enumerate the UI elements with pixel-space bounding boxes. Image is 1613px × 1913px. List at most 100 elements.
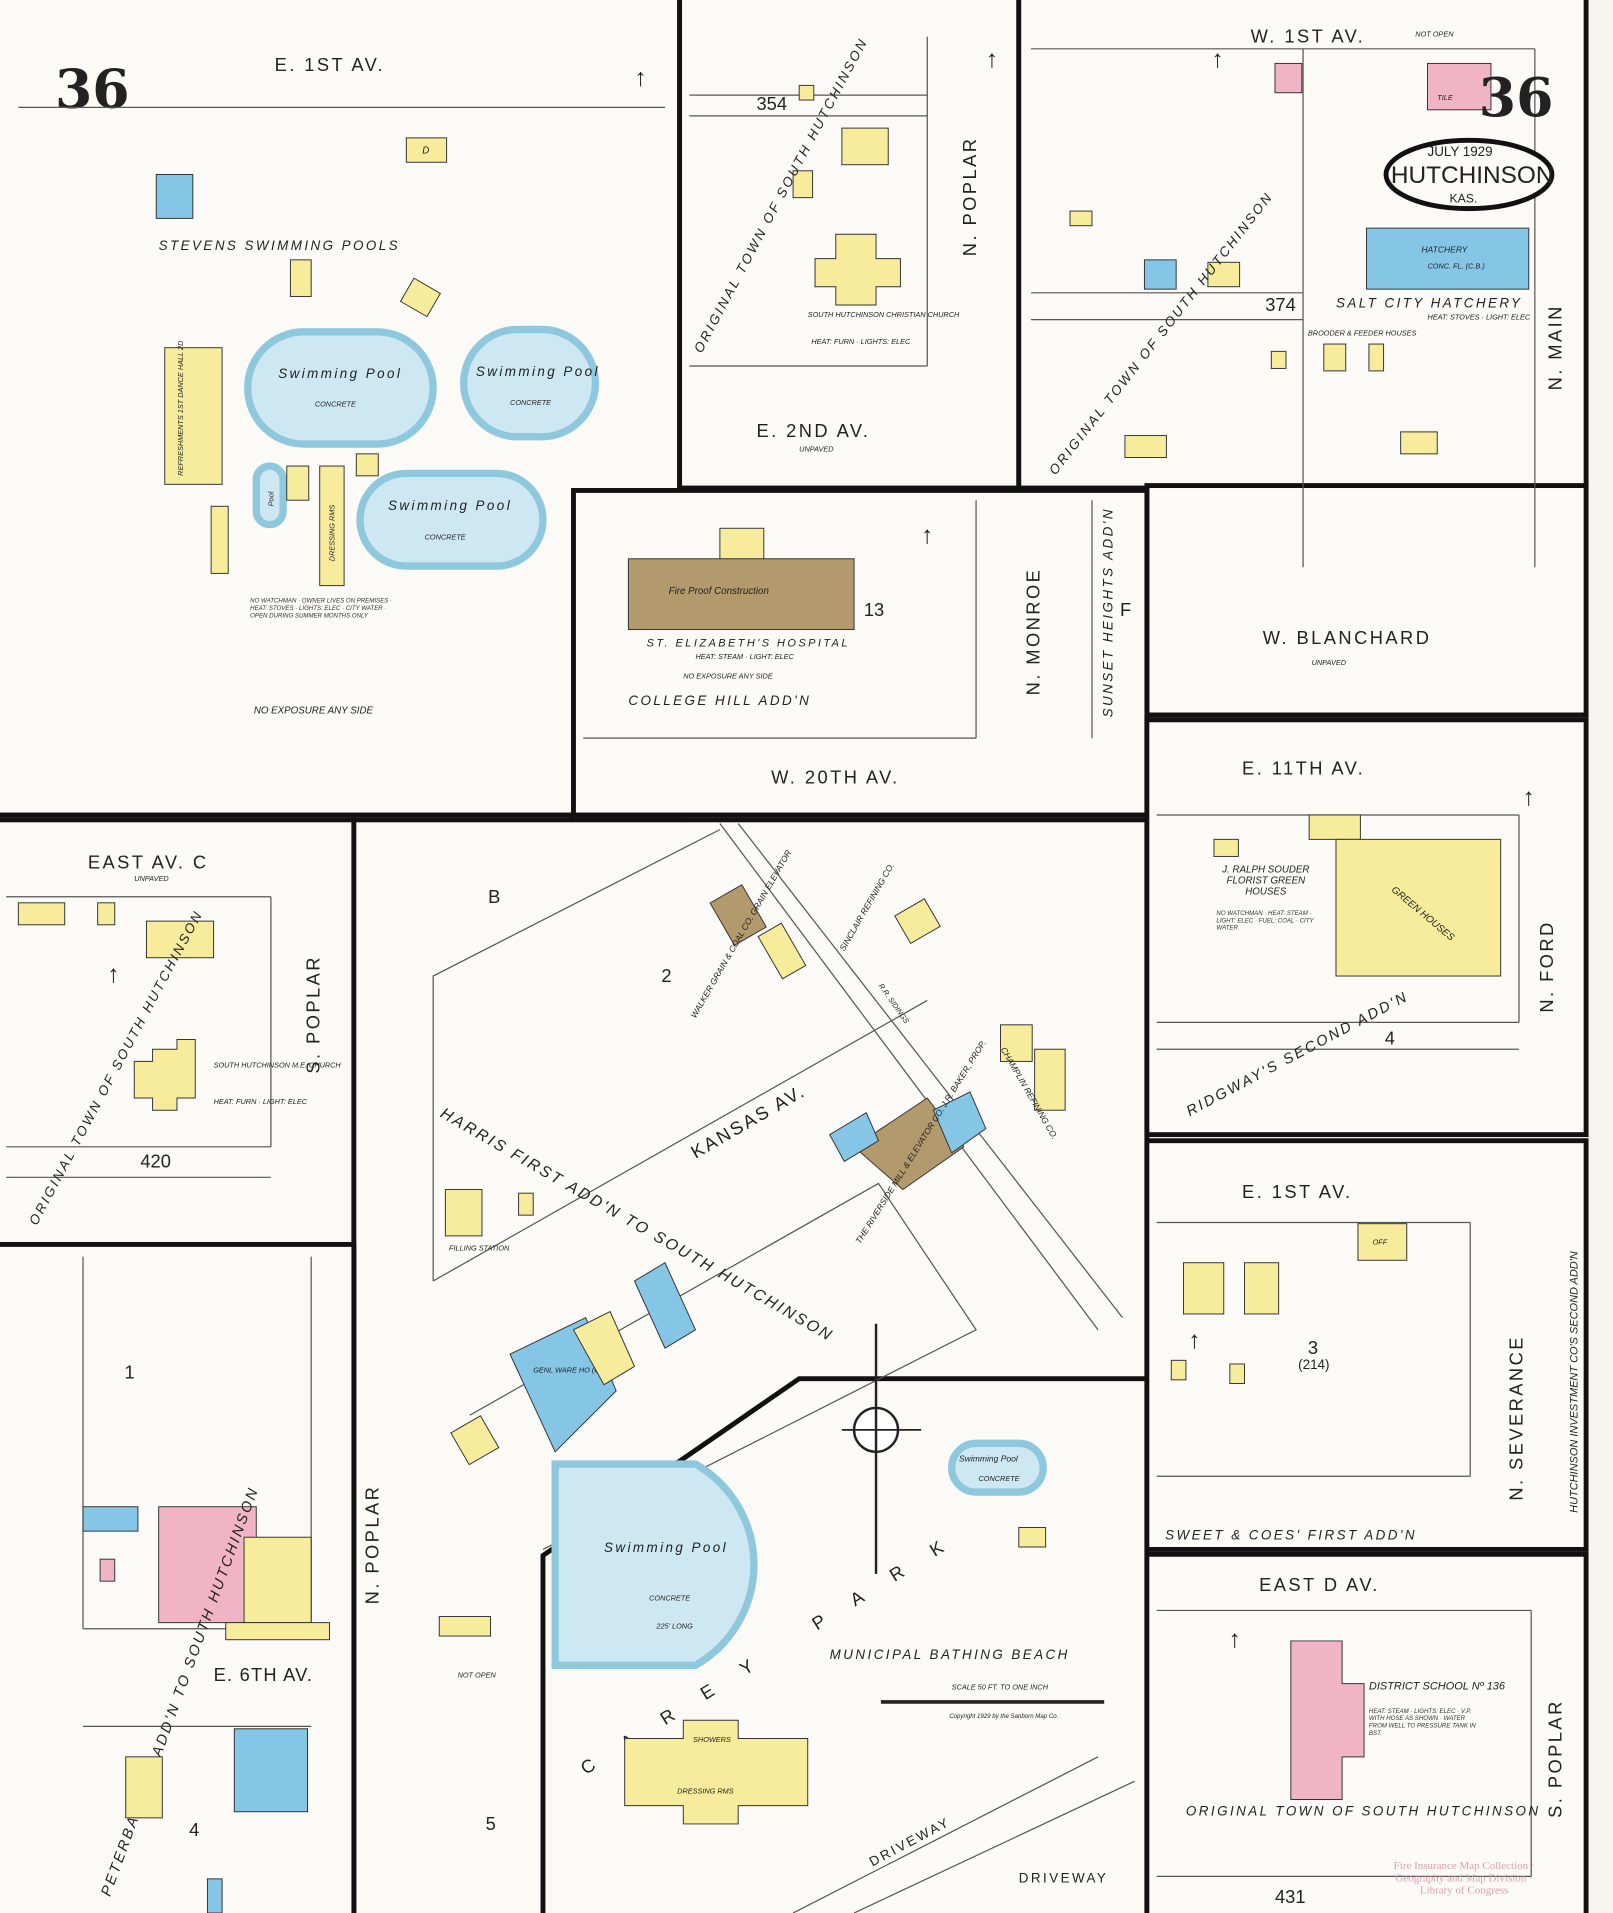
block-number: 13: [864, 599, 884, 620]
stevens-swimming-pools-label: STEVENS SWIMMING POOLS: [159, 238, 400, 253]
north-arrow-icon: ↑: [921, 522, 933, 549]
block-number: 4: [1385, 1027, 1395, 1048]
street-label: N. SEVERANCE: [1506, 1335, 1527, 1501]
panel-me-church: [0, 817, 357, 1247]
school-note: HEAT: STEAM · LIGHTS: ELEC · V.P. WITH H…: [1368, 1708, 1476, 1738]
concrete-label: CONCRETE: [425, 532, 466, 541]
street-label: N. MAIN: [1545, 304, 1566, 390]
street-label: DRIVEWAY: [1019, 1870, 1109, 1885]
pool-length-label: 225' LONG: [655, 1622, 693, 1631]
date-label: JULY 1929: [1427, 144, 1492, 159]
panel-sweet-coes: [1144, 1138, 1589, 1552]
church-note: HEAT: FURN · LIGHT: ELEC: [214, 1097, 308, 1106]
hatchery-note: HEAT: STOVES · LIGHT: ELEC: [1427, 313, 1530, 322]
north-arrow-icon: ↑: [634, 64, 646, 91]
state-label: KAS.: [1449, 192, 1477, 206]
addition-label: SUNSET HEIGHTS ADD'N: [1101, 507, 1116, 717]
concrete-label: CONCRETE: [979, 1474, 1020, 1483]
street-label: E. 1ST AV.: [1242, 1181, 1353, 1202]
north-arrow-icon: ↑: [107, 961, 119, 988]
hatchery-sub: CONC. FL. (C.B.): [1427, 261, 1484, 270]
not-open-label: NOT OPEN: [1415, 30, 1454, 39]
unpaved-label: UNPAVED: [1312, 658, 1347, 667]
scale-bar: SCALE 50 FT. TO ONE INCH Copyright 1929 …: [880, 1683, 1105, 1720]
block-number: 354: [756, 93, 787, 114]
panel-district-school: [1144, 1551, 1589, 1913]
dressing-label: DRESSING RMS: [677, 1786, 734, 1795]
block-number: 4: [189, 1819, 199, 1840]
church-label: SOUTH HUTCHINSON CHRISTIAN CHURCH: [808, 310, 960, 319]
street-label: E. 6TH AV.: [214, 1664, 314, 1685]
addition-label: COLLEGE HILL ADD'N: [628, 693, 811, 708]
block-number: 374: [1265, 294, 1296, 315]
stevens-note: NO WATCHMAN · OWNER LIVES ON PREMISES · …: [250, 597, 392, 620]
street-label: E. 2ND AV.: [756, 420, 870, 441]
block-number: F: [1120, 599, 1131, 620]
block-number: 431: [1275, 1886, 1306, 1907]
stevens-pools-area: 36 E. 1ST AV. D STEVENS SWIMMING POOLS R…: [18, 54, 665, 717]
sheet-number: 36: [1479, 66, 1554, 129]
street-label: EAST D AV.: [1259, 1574, 1380, 1595]
district-school-label: DISTRICT SCHOOL Nº 136: [1369, 1681, 1506, 1693]
block-number: B: [488, 886, 500, 907]
souder-note: NO WATCHMAN · HEAT: STEAM · LIGHT: ELEC …: [1216, 910, 1314, 933]
brooder-label: BROODER & FEEDER HOUSES: [1308, 329, 1417, 338]
bathing-beach-label: MUNICIPAL BATHING BEACH: [830, 1647, 1070, 1662]
block-subnumber: (214): [1298, 1357, 1329, 1372]
tile-label: TILE: [1437, 93, 1453, 102]
pool-label: Swimming Pool: [604, 1540, 728, 1555]
dressing-label: DRESSING RMS: [327, 505, 336, 562]
street-label: E. 11TH AV.: [1242, 758, 1365, 779]
street-label: W. 20TH AV.: [771, 766, 900, 787]
pool-label: Swimming Pool: [959, 1454, 1019, 1464]
souder-label: J. RALPH SOUDER FLORIST GREEN HOUSES: [1222, 863, 1310, 897]
compass-rose-icon: [841, 1323, 922, 1574]
addition-label: SWEET & COES' FIRST ADD'N: [1165, 1528, 1417, 1543]
dwelling-label: D: [422, 146, 429, 157]
salt-city-hatchery-label: SALT CITY HATCHERY: [1336, 295, 1522, 310]
filling-station-label: FILLING STATION: [449, 1244, 510, 1253]
title-cartouche: JULY 1929 HUTCHINSON KAS.: [1383, 137, 1555, 212]
street-label: S. POPLAR: [1545, 1699, 1566, 1818]
street-label: E. 1ST AV.: [275, 54, 386, 75]
fireproof-label: Fire Proof Construction: [669, 586, 769, 597]
addition-label: HUTCHINSON INVESTMENT CO'S SECOND ADD'N: [1569, 1251, 1581, 1513]
block-number: 1: [125, 1362, 135, 1383]
scale-label: SCALE 50 FT. TO ONE INCH: [952, 1683, 1049, 1692]
concrete-label: CONCRETE: [649, 1594, 690, 1603]
not-open-label: NOT OPEN: [458, 1671, 497, 1680]
church-note: HEAT: FURN · LIGHTS: ELEC: [811, 337, 911, 346]
showers-label: SHOWERS: [693, 1735, 731, 1744]
street-label: N. POPLAR: [361, 1485, 382, 1605]
copyright-label: Copyright 1929 by the Sanborn Map Co.: [949, 1713, 1058, 1720]
no-exposure-label: NO EXPOSURE ANY SIDE: [254, 706, 374, 717]
hatchery-label: HATCHERY: [1421, 245, 1468, 255]
hospital-label: ST. ELIZABETH'S HOSPITAL: [647, 638, 850, 650]
no-exposure-label: NO EXPOSURE ANY SIDE: [683, 671, 773, 680]
street-label: N. FORD: [1536, 920, 1557, 1012]
city-label: HUTCHINSON: [1391, 162, 1554, 189]
unpaved-label: UNPAVED: [134, 874, 169, 883]
hospital-note: HEAT: STEAM · LIGHT: ELEC: [695, 652, 794, 661]
district-school-area: EAST D AV. DISTRICT SCHOOL Nº 136 HEAT: …: [1156, 1574, 1566, 1907]
north-arrow-icon: ↑: [986, 46, 998, 73]
office-label: OFF: [1373, 1237, 1388, 1246]
panel-hospital: [571, 488, 1150, 818]
sheet-number: 36: [55, 57, 130, 120]
sweet-coes-area: E. 1ST AV. OFF 3 (214) SWEET & COES' FIR…: [1156, 1181, 1581, 1543]
north-arrow-icon: ↑: [1212, 46, 1224, 73]
north-arrow-icon: ↑: [1188, 1327, 1200, 1354]
block-number: 2: [661, 965, 671, 986]
block-number: 420: [140, 1151, 171, 1172]
north-arrow-icon: ↑: [1229, 1626, 1241, 1653]
pool-label: Swimming Pool: [278, 366, 402, 381]
block-number: 5: [486, 1813, 496, 1834]
concrete-label: CONCRETE: [315, 399, 356, 408]
refreshments-label: REFRESHMENTS 1ST DANCE HALL 2D: [176, 340, 185, 476]
street-label: EAST AV. C: [88, 852, 209, 873]
library-watermark: Fire Insurance Map Collection · Geograph…: [1393, 1859, 1535, 1896]
concrete-label: CONCRETE: [510, 398, 551, 407]
unpaved-label: UNPAVED: [799, 444, 834, 453]
addition-label: ORIGINAL TOWN OF SOUTH HUTCHINSON: [1186, 1803, 1541, 1818]
